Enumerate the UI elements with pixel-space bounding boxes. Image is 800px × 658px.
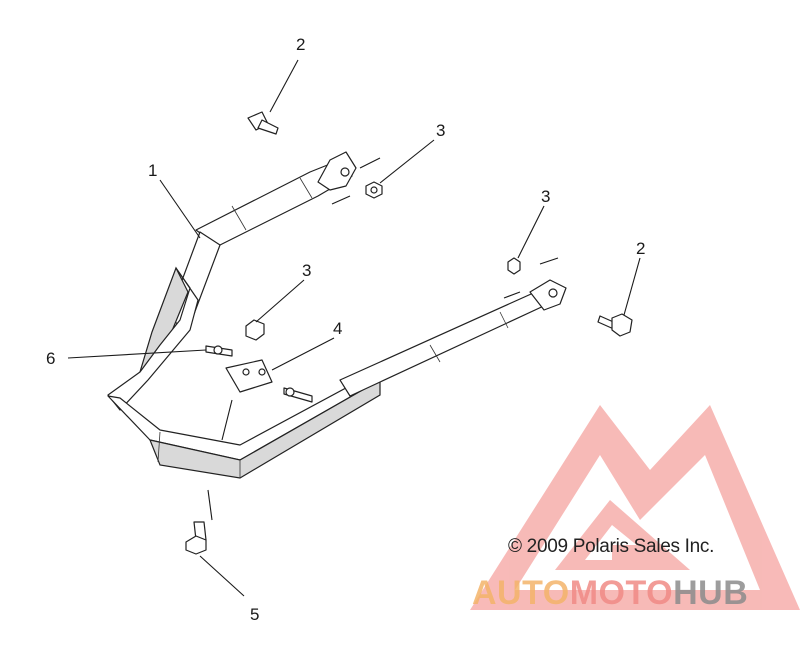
callout-6: 6 [46,349,55,368]
watermark-logo [470,405,800,610]
callout-1: 1 [148,161,157,180]
leader-lines [67,59,641,597]
nut-right [507,257,521,275]
callout-2-right: 2 [636,239,645,258]
callout-3-mid: 3 [302,261,311,280]
watermark-hub: HUB [673,574,749,612]
callout-4: 4 [333,319,342,338]
callout-2-left: 2 [296,35,305,54]
watermark-text: AUTOMOTOHUB [472,574,748,613]
callout-5: 5 [250,605,259,624]
nut-left-top [365,181,383,199]
watermark-moto: MOTO [569,574,674,612]
bolt-left-top [247,111,279,135]
front-bumper [107,151,567,479]
bolt-right [597,313,633,337]
copyright-text: © 2009 Polaris Sales Inc. [508,536,715,557]
mounting-bracket [225,359,273,393]
nut-center [245,319,265,341]
bolt-center-right [283,387,313,403]
callout-3-right: 3 [541,187,550,206]
callout-3-top: 3 [436,121,445,140]
bolt-center-left [205,345,233,357]
watermark-auto: AUTO [472,574,570,612]
bolt-bottom [185,521,207,555]
